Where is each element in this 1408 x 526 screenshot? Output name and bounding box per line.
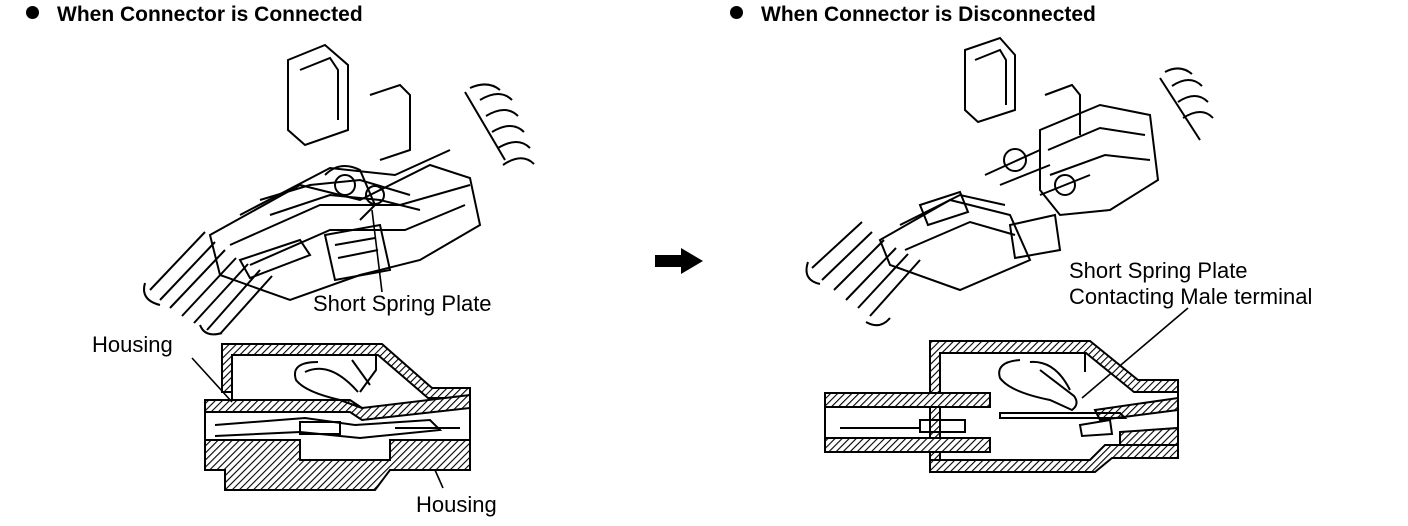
- label-contacting-line1: Short Spring Plate: [1069, 258, 1248, 283]
- arrow-right-icon: [655, 248, 703, 274]
- connected-cross-section: [204, 343, 471, 491]
- disconnected-connector-illustration: [805, 36, 1214, 327]
- leader-line-short-spring-plate: [371, 209, 383, 293]
- corrugated-tube-left: [805, 221, 921, 327]
- leader-line-housing-lower: [434, 469, 444, 489]
- label-short-spring-plate: Short Spring Plate: [313, 291, 492, 316]
- right-title-text: When Connector is Disconnected: [761, 3, 1096, 26]
- left-title-text: When Connector is Connected: [57, 3, 363, 26]
- disconnected-cross-section: [824, 340, 1179, 473]
- label-contacting-line2: Contacting Male terminal: [1069, 284, 1313, 309]
- corrugated-tube-right: [1159, 67, 1214, 141]
- corrugated-tube-right: [464, 83, 535, 166]
- leader-line-contacting: [1081, 307, 1189, 399]
- bullet-icon: [730, 6, 743, 19]
- left-title: When Connector is Connected: [26, 3, 363, 27]
- label-housing-lower: Housing: [416, 492, 497, 517]
- bullet-icon: [26, 6, 39, 19]
- connected-connector-illustration: [143, 43, 535, 336]
- corrugated-tube-left: [143, 231, 273, 336]
- leader-line-housing-upper: [191, 357, 233, 403]
- right-title: When Connector is Disconnected: [730, 3, 1096, 27]
- label-housing-upper: Housing: [92, 332, 173, 357]
